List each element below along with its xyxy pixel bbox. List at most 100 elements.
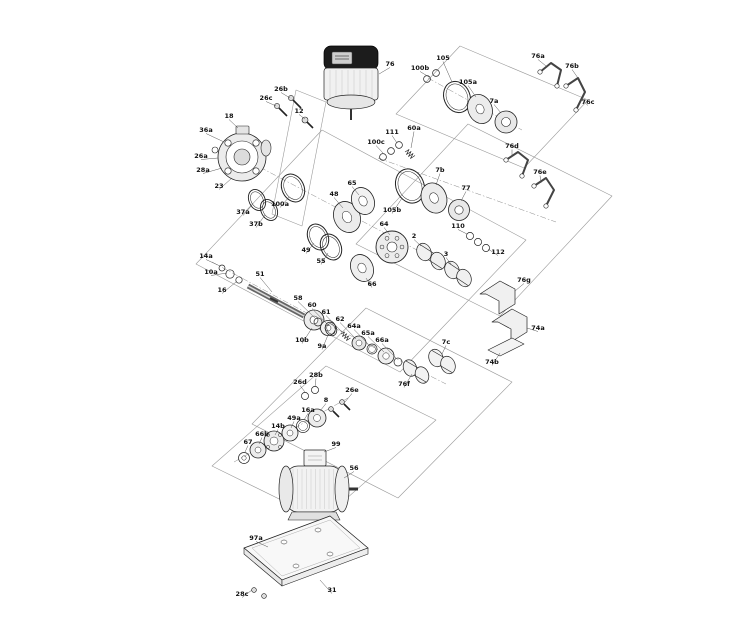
part-label-76b: 76b [565,62,579,70]
washer [482,244,490,252]
part-label-66a: 66a [375,336,388,344]
leader-line [351,186,360,196]
part-label-8: 8 [324,396,329,404]
part-shape [405,360,419,369]
leader-line [493,104,502,114]
part-label-16: 16 [217,286,227,294]
leader-line [311,308,330,327]
frame-screws [271,89,327,227]
bolt-hole [224,139,232,147]
part-label-10b: 10b [295,336,309,344]
part-label-105a: 105a [459,78,477,86]
part-label-26c: 26c [260,94,273,102]
part-shape [447,262,461,271]
o-ring [324,321,338,337]
washer [366,343,378,355]
bolt-hole [394,253,400,258]
part-shape [357,262,367,274]
terminal-box [303,449,327,467]
o-ring [394,168,426,204]
part-label-76d: 76d [505,142,519,150]
sensor-pipe [505,151,529,177]
part-label-99: 99 [331,440,341,448]
leader-line [344,393,353,403]
part-shape [283,176,303,200]
part-label-16a: 16a [301,406,314,414]
part-label-105: 105 [436,54,450,62]
part-shape [430,251,446,271]
part-shape [445,83,469,111]
spring [340,331,351,341]
part-shape [286,429,294,437]
leader-line [403,373,413,388]
bolt-hole [384,236,390,241]
leader-line [571,69,579,79]
part-label-26b: 26b [274,85,288,93]
part-label-3: 3 [444,250,449,258]
leader-line [244,445,249,453]
sleeve [402,359,418,377]
pump-port [260,139,272,157]
part-label-37b: 37b [249,220,263,228]
part-shape [439,365,453,373]
pipe-fitting [503,157,509,163]
part-label-58: 58 [293,294,303,302]
part-shape [414,366,430,384]
leader-line [314,378,317,388]
part-label-76a: 76a [531,52,544,60]
leader-line [383,227,391,236]
part-shape [429,192,439,204]
part-label-56: 56 [349,464,359,472]
frame-top-right [395,45,589,169]
part-shape [341,210,353,224]
leader-line [200,157,219,160]
washer [395,141,403,149]
part-label-64a: 64a [347,322,360,330]
part-shape [413,374,427,383]
sensor-pipe [565,77,586,111]
part-label-60: 60 [307,301,317,309]
leader-line [445,257,452,265]
leader-line [301,327,313,344]
part-label-28b: 28b [309,371,323,379]
part-label-74a: 74a [531,324,544,332]
pipe-fitting [554,83,560,89]
part-label-110: 110 [451,222,465,230]
leader-line [210,272,228,276]
o-ring [443,80,471,114]
bolt-hole [252,139,260,147]
shaft-key [269,297,279,303]
part-label-77: 77 [461,184,470,192]
sensor-pipe [533,177,555,207]
washer [313,317,323,327]
leader-line [378,67,391,75]
part-label-65: 65 [347,179,357,187]
part-label-76: 76 [385,60,395,68]
part-label-26a: 26a [194,152,207,160]
part-shape [440,355,456,375]
pipe-fitting [543,203,549,209]
mount-hole [280,539,288,545]
base-plate [243,515,369,581]
part-label-7a: 7a [490,97,499,105]
part-label-67: 67 [243,438,252,446]
leader-line [435,173,441,186]
frame-lower-mid [251,307,513,499]
sensor-pipe [539,62,562,87]
leader-line [537,59,547,67]
leader-line [487,248,499,256]
part-label-97a: 97a [249,534,262,542]
washer [235,276,243,284]
part-shape [431,350,445,358]
leader-line [274,429,279,436]
screw [339,399,345,405]
leader-line [258,437,263,445]
part-label-64: 64 [379,220,389,228]
sleeve [416,242,432,262]
leader-line [205,133,225,143]
part-label-10a: 10a [204,268,217,276]
screw [274,103,280,109]
leader-line [320,252,329,265]
leader-line [298,114,306,120]
leader-line [325,315,343,333]
